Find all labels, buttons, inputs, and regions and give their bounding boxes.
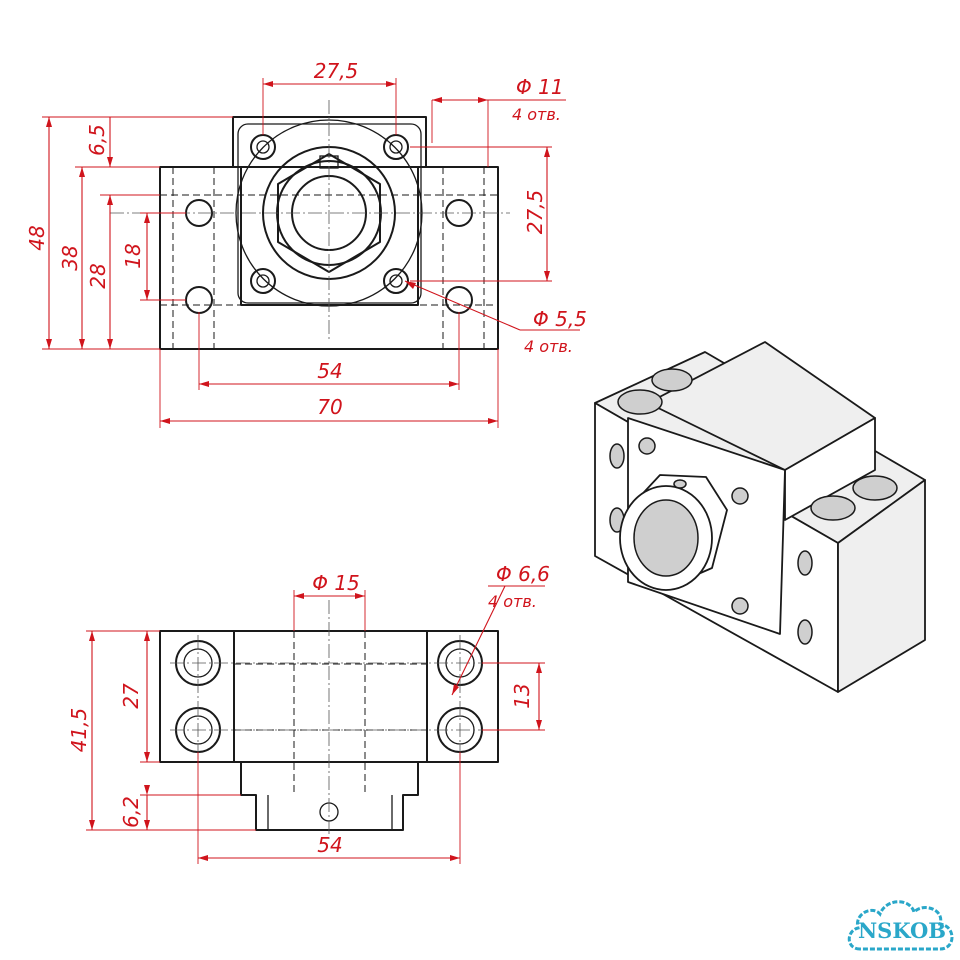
- iso-flange-side: [784, 417, 876, 521]
- flange-plate-outline: [232, 116, 427, 306]
- dim-height-38: 38: [58, 245, 82, 270]
- dim-pitch-top: 27,5: [314, 59, 359, 83]
- isometric-view: [594, 341, 926, 693]
- front-view: Φ 15 Φ 6,6 4 отв. 41,5 27 6,2 13: [67, 562, 550, 864]
- dim-hole-dia: Φ 11: [516, 75, 564, 99]
- dim-step: 6,5: [85, 124, 109, 156]
- dim-height-27: 27: [119, 683, 143, 709]
- top-view: 27,5 Φ 11 4 отв. 48 38 28 18: [25, 59, 587, 428]
- iso-bore-inner: [633, 499, 699, 577]
- flange-screw-holes: [250, 134, 409, 294]
- dim-hole-count: 4 отв.: [512, 105, 561, 124]
- dim-height-18: 18: [121, 243, 145, 268]
- dim-width-54-top: 54: [317, 359, 342, 383]
- dim-pitch-right: 27,5: [523, 190, 547, 235]
- watermark-logo: NSKOB: [847, 900, 954, 951]
- dim-mount-count: 4 отв.: [488, 592, 537, 611]
- dim-bore-dia: Φ 15: [312, 571, 360, 595]
- dim-screw-count: 4 отв.: [524, 337, 573, 356]
- dim-width-70: 70: [317, 395, 342, 419]
- dim-screw-dia: Φ 5,5: [533, 307, 587, 331]
- dim-width-54-bottom: 54: [317, 833, 342, 857]
- dim-height-48: 48: [25, 225, 49, 250]
- watermark-text: NSKOB: [858, 918, 946, 943]
- dim-height-13: 13: [510, 683, 534, 708]
- dim-height-28: 28: [86, 263, 110, 288]
- dim-height-41-5: 41,5: [67, 708, 91, 753]
- front-flange-step: [240, 761, 419, 831]
- iso-base-side: [837, 479, 926, 693]
- dim-height-6-2: 6,2: [119, 796, 143, 828]
- flange-inner-outline: [237, 123, 422, 304]
- dim-mount-dia: Φ 6,6: [496, 562, 550, 586]
